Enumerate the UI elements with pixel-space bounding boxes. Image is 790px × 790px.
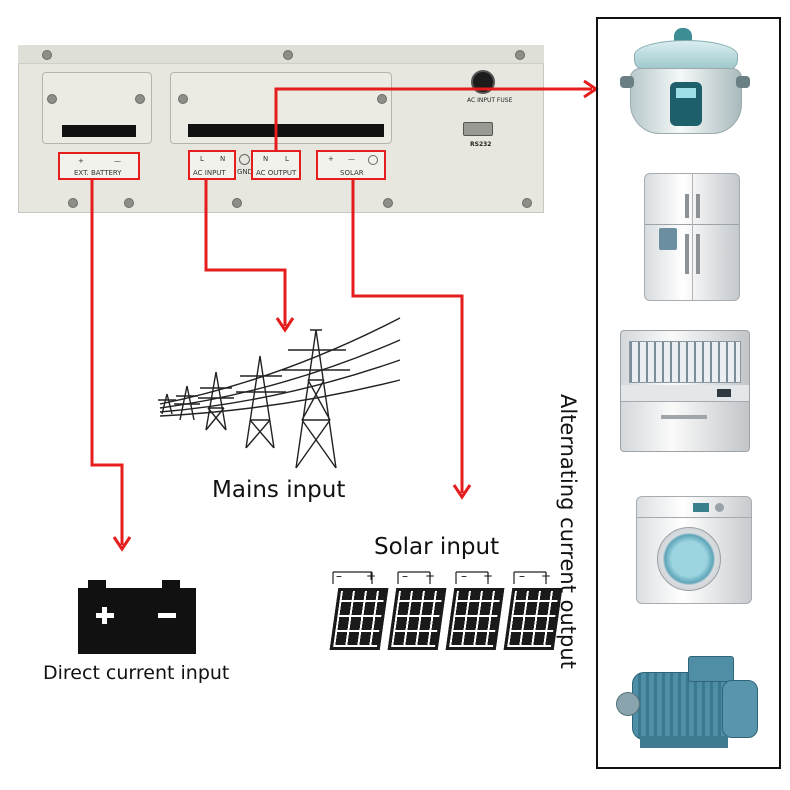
mains-wire-arrowhead — [275, 317, 295, 333]
solar-sign: + — [366, 569, 377, 583]
solar-sign: + — [541, 569, 552, 583]
tower-large — [282, 329, 350, 469]
screw — [377, 94, 387, 104]
battery-wire — [90, 180, 124, 545]
tower-tiny — [174, 385, 200, 421]
power-line — [159, 317, 401, 405]
fuse-label: AC INPUT FUSE — [467, 97, 513, 104]
ac-output-l: L — [285, 155, 289, 163]
pylon-icon — [158, 317, 401, 469]
solar-sign: – — [402, 569, 408, 583]
solar-connections — [332, 571, 547, 584]
refrigerator-icon — [644, 173, 740, 301]
washing-machine-icon — [636, 496, 752, 604]
dc-input-caption: Direct current input — [43, 662, 230, 684]
ac-output-label: AC OUTPUT — [256, 169, 297, 177]
tower-tiny — [158, 393, 176, 415]
ac-output-caption: Alternating current output — [556, 394, 580, 669]
solar-sign: + — [483, 569, 494, 583]
rs232-port-icon — [463, 122, 493, 136]
battery-wire-arrowhead — [112, 536, 132, 552]
tower-small — [198, 371, 234, 431]
screw — [383, 198, 393, 208]
screw — [124, 198, 134, 208]
tower-medium — [236, 355, 286, 449]
gnd-label: GND — [237, 168, 254, 176]
ground-symbol-icon — [239, 154, 250, 165]
screw — [47, 94, 57, 104]
screw — [135, 94, 145, 104]
rs232-label: RS232 — [470, 141, 492, 148]
ext-battery-plus: + — [78, 157, 84, 165]
solar-wire-arrowhead — [452, 484, 472, 500]
mains-wire — [204, 180, 287, 326]
solar-wire — [351, 180, 464, 493]
solar-ground-icon — [368, 155, 378, 165]
solar-input-caption: Solar input — [374, 534, 500, 560]
ext-battery-label: EXT. BATTERY — [74, 169, 122, 177]
dishwasher-icon — [620, 330, 750, 452]
ext-battery-minus: — — [114, 157, 121, 165]
solar-sign: – — [336, 569, 342, 583]
ac-output-n: N — [263, 155, 269, 163]
mains-input-caption: Mains input — [212, 477, 346, 503]
ac-input-l: L — [200, 155, 204, 163]
power-line — [159, 359, 401, 413]
solar-panel-icon — [503, 588, 563, 650]
battery-icon — [78, 580, 196, 654]
ac-input-terminal: L N AC INPUT — [188, 150, 236, 180]
main-cable-slot — [188, 124, 384, 137]
solar-terminal: + — SOLAR — [316, 150, 386, 180]
electric-motor-icon — [612, 650, 760, 756]
screw — [178, 94, 188, 104]
solar-panel-icon — [329, 588, 389, 650]
ac-output-wire — [274, 87, 592, 150]
panel-top-edge — [18, 45, 544, 64]
screw — [522, 198, 532, 208]
screw — [232, 198, 242, 208]
solar-panel-icon — [445, 588, 505, 650]
rice-cooker-icon — [620, 28, 760, 140]
solar-sign: – — [461, 569, 467, 583]
screw — [68, 198, 78, 208]
solar-sign: – — [519, 569, 525, 583]
solar-plus: + — [328, 155, 334, 163]
solar-array-icon — [332, 571, 547, 584]
solar-minus: — — [348, 155, 355, 163]
screw — [283, 50, 293, 60]
ac-output-box — [596, 17, 781, 769]
power-line — [159, 379, 401, 417]
power-line — [159, 339, 401, 409]
ac-input-n: N — [220, 155, 226, 163]
screw — [42, 50, 52, 60]
ac-input-label: AC INPUT — [193, 169, 226, 177]
battery-cable-slot — [62, 125, 136, 137]
screw — [515, 50, 525, 60]
solar-label: SOLAR — [340, 169, 364, 177]
wires — [90, 79, 599, 552]
solar-panel-icon — [387, 588, 447, 650]
solar-sign: + — [425, 569, 436, 583]
ext-battery-terminal: + — EXT. BATTERY — [58, 152, 140, 180]
ac-output-terminal: N L AC OUTPUT — [251, 150, 301, 180]
